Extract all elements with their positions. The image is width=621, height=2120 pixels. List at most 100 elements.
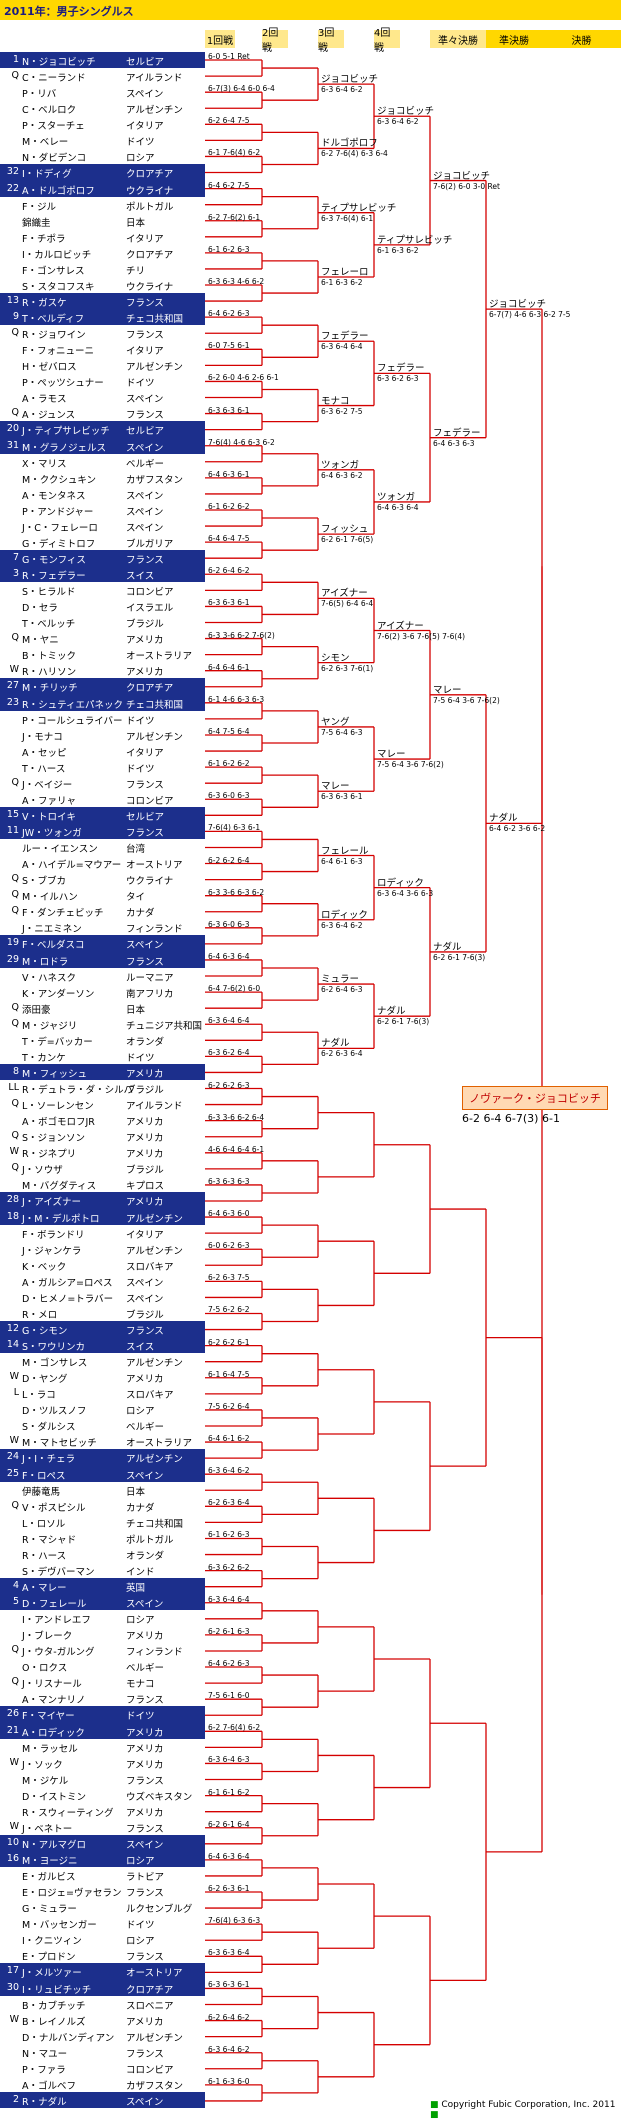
player-country: アメリカ xyxy=(126,667,164,679)
score: 6-4 7-6(2) 6-0 xyxy=(208,984,261,994)
score: 6-4 6-3 6-4 xyxy=(208,1851,250,1861)
player-row: F・ゴンサレスチリ xyxy=(0,261,205,277)
player-country: ロシア xyxy=(126,1615,155,1627)
player-country: ウズベキスタン xyxy=(126,1791,193,1803)
player-name: H・ゼバロス xyxy=(22,362,77,374)
winner-name: フェデラー xyxy=(321,331,369,343)
player-country: アイルランド xyxy=(126,1101,183,1113)
score: 6-2 6-4 7-5 xyxy=(208,116,250,126)
player-name: J・I・チェラ xyxy=(22,1454,76,1466)
seed: 15 xyxy=(6,808,19,820)
score: 6-3 6-4 6-2 xyxy=(321,85,363,95)
player-name: E・ガルビス xyxy=(22,1872,76,1884)
score: 6-2 6-4 6-2 xyxy=(208,566,250,576)
winner-name: マレー xyxy=(433,684,462,696)
score: 6-4 6-2 6-3 xyxy=(208,309,250,319)
score: 6-4 6-3 6-0 xyxy=(208,1209,250,1219)
player-country: セルビア xyxy=(126,57,165,68)
player-name: A・セッピ xyxy=(22,747,67,759)
player-row: N・ダビデンコロシア xyxy=(0,148,205,164)
winner-name: ティプサレビッチ xyxy=(377,234,453,246)
player-name: F・ゴンサレス xyxy=(22,265,85,277)
seed: Q xyxy=(11,70,19,82)
score: 6-3 3-6 6-2 7-6(2) xyxy=(208,630,275,640)
player-name: ルー・イエンスン xyxy=(22,844,98,856)
player-name: S・ヒラルド xyxy=(22,587,76,599)
player-name: P・ペッツシュナー xyxy=(22,378,104,390)
winner-name: マレー xyxy=(321,781,350,793)
player-name: L・ソーレンセン xyxy=(22,1101,94,1113)
winner-name: マレー xyxy=(377,749,406,761)
player-name: E・プロドン xyxy=(22,1952,76,1964)
winner-name: ジョコビッチ xyxy=(489,299,547,311)
score: 7-5 6-1 6-0 xyxy=(208,1691,250,1701)
score: 6-1 6-2 6-2 xyxy=(208,501,250,511)
player-name: J・モナコ xyxy=(22,731,63,743)
score: 6-3 6-3 6-3 xyxy=(208,1176,250,1186)
player-name: R・シュティエパネック xyxy=(22,699,124,711)
score: 6-2 6-1 7-6(5) xyxy=(321,535,374,545)
score: 4-6 6-4 6-4 6-1 xyxy=(208,1144,265,1154)
copyright: ■ Copyright Fubic Corporation, Inc. 2011… xyxy=(430,2100,621,2120)
player-country: イタリア xyxy=(126,346,164,358)
player-name: T・デ=バッカー xyxy=(22,1036,93,1048)
player-country: アルゼンチン xyxy=(126,105,183,117)
score: 6-2 7-6(2) 6-1 xyxy=(208,212,261,222)
score: 6-1 6-3 6-2 xyxy=(377,245,419,255)
player-name: JW・ツォンガ xyxy=(22,828,82,839)
player-row: P・アンドジャースペイン xyxy=(0,502,205,518)
score: 6-4 6-3 6-3 xyxy=(433,438,475,448)
player-name: M・チリッチ xyxy=(22,683,78,695)
seed: Q xyxy=(11,1644,19,1656)
player-country: ベルギー xyxy=(126,1663,165,1675)
seed: 27 xyxy=(6,680,19,692)
player-row: J・ジャンケラアルゼンチン xyxy=(0,1241,205,1257)
player-row: G・ミュラールクセンブルグ xyxy=(0,1899,205,1915)
player-name: F・チポラ xyxy=(22,233,66,245)
round-header-5: 準々決勝 xyxy=(430,30,486,48)
player-name: T・ベルッチ xyxy=(22,619,76,631)
player-row: I・クニツィンロシア xyxy=(0,1931,205,1947)
player-name: F・ベルダスコ xyxy=(22,940,85,952)
player-row: M・ジケルフランス xyxy=(0,1771,205,1787)
winner-name: ナダル xyxy=(321,1038,350,1050)
player-country: タイ xyxy=(126,892,146,904)
seed: 21 xyxy=(6,1724,19,1736)
score: 6-3 6-3 6-1 xyxy=(321,792,363,802)
seed: 19 xyxy=(6,937,19,949)
player-country: アメリカ xyxy=(126,2016,164,2028)
player-name: M・ジケル xyxy=(22,1775,69,1787)
round-header-1: 1回戦 xyxy=(205,30,235,48)
player-name: A・ガルシア=ロペス xyxy=(22,1277,113,1289)
player-country: フィンランド xyxy=(126,924,183,936)
winner-name: ジョコビッチ xyxy=(321,74,379,86)
player-country: チェコ共和国 xyxy=(126,699,184,711)
player-name: R・マシャド xyxy=(22,1534,77,1546)
score: 6-3 6-3 6-1 xyxy=(208,405,250,415)
player-name: R・メロ xyxy=(22,1309,58,1321)
player-country: ブルガリア xyxy=(126,538,174,550)
player-country: チェコ共和国 xyxy=(126,314,184,325)
player-country: フランス xyxy=(126,1823,164,1835)
player-country: アルゼンチン xyxy=(126,731,183,743)
round-header-6: 準決勝 xyxy=(486,30,542,48)
player-name: 伊藤竜馬 xyxy=(22,1486,61,1498)
player-country: アメリカ xyxy=(126,1727,164,1739)
player-row: T・ベルッチブラジル xyxy=(0,614,205,630)
player-country: インド xyxy=(126,1566,155,1578)
player-name: S・ダルシス xyxy=(22,1422,76,1434)
seed: 12 xyxy=(6,1322,19,1334)
score: 6-2 6-4 6-2 xyxy=(208,2012,250,2022)
player-name: A・ラモス xyxy=(22,394,67,406)
score: 6-2 7-6(4) 6-3 6-4 xyxy=(321,149,388,159)
player-name: I・クニツィン xyxy=(22,1936,82,1948)
player-name: I・リュビチッチ xyxy=(22,1984,92,1996)
